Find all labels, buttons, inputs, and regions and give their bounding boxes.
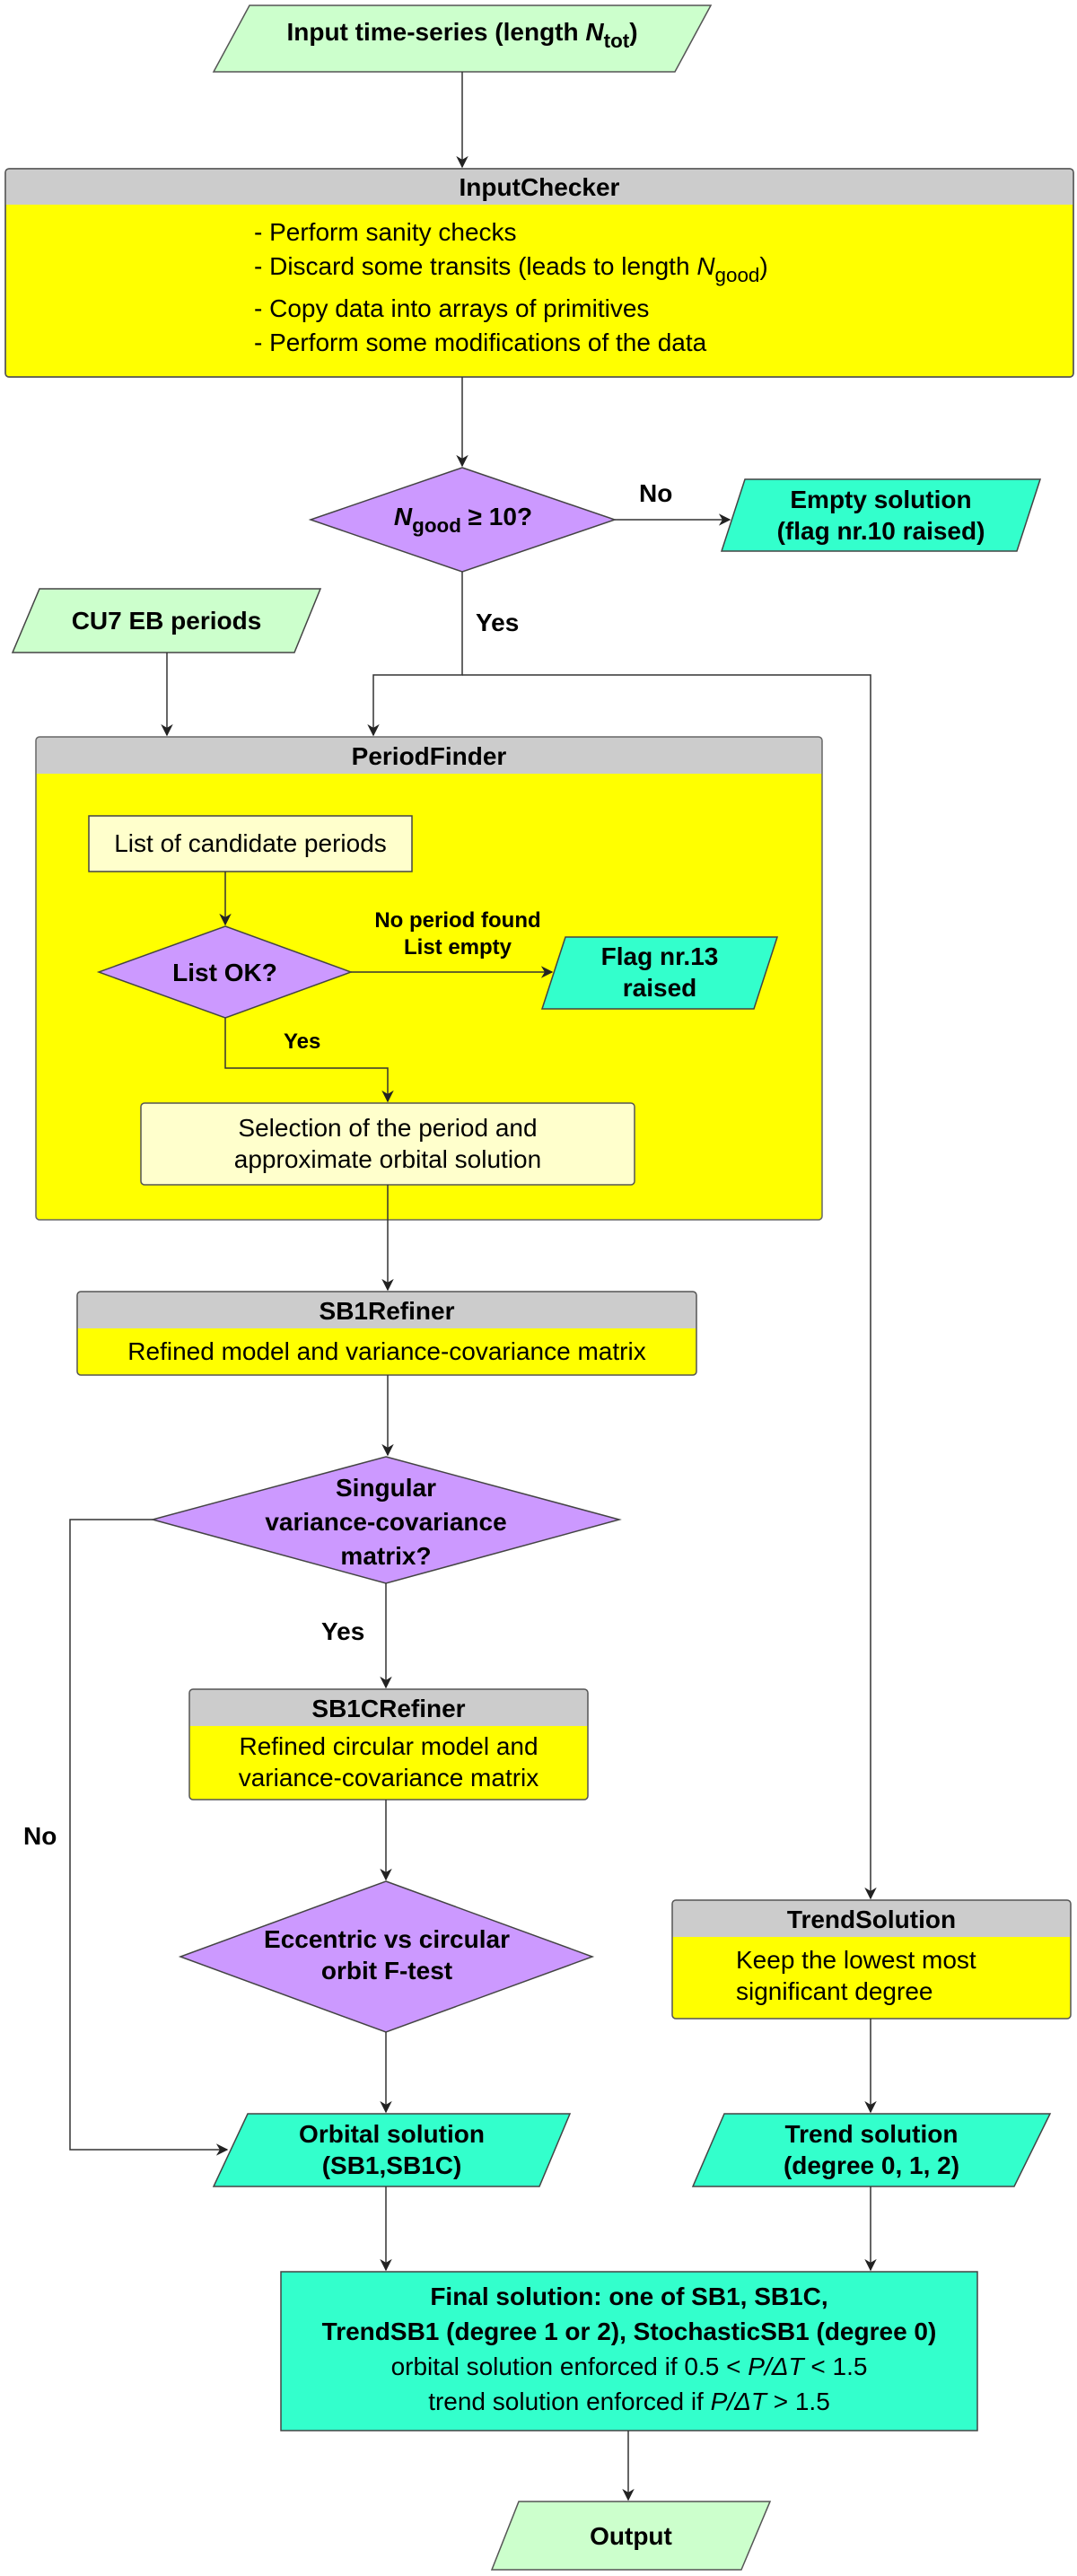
final-solution-line: orbital solution enforced if 0.5 < P/ΔT … — [281, 2349, 977, 2384]
input-node-label: Input time-series (length Ntot) — [214, 16, 711, 51]
inputchecker-item-text: - Discard some transits (leads to length — [254, 252, 697, 280]
inputchecker-header: InputChecker — [459, 173, 620, 201]
ftest-line: orbit F-test — [320, 1957, 453, 1985]
final-solution-line: TrendSB1 (degree 1 or 2), StochasticSB1 … — [321, 2318, 937, 2345]
flag13-line: Flag nr.13 — [600, 942, 719, 970]
trendsolution-body: Keep the lowest most significant degree — [736, 1944, 976, 2007]
flag13-shape — [540, 936, 779, 1010]
input-node-shape — [212, 4, 713, 73]
list-ok-label: List OK? — [172, 959, 277, 986]
inputchecker-item: - Perform sanity checks — [254, 218, 517, 246]
final-solution-shape — [280, 2271, 978, 2431]
edge-label-ngood-no: No — [639, 479, 673, 507]
edge-ngood-yes-to-trend — [462, 674, 877, 1900]
final-solution-line: Final solution: one of SB1, SB1C, — [430, 2282, 828, 2310]
final-solution-line: trend solution enforced if P/ΔT > 1.5 — [281, 2384, 977, 2419]
final-line3-post: < 1.5 — [803, 2353, 868, 2380]
trend-solution-shape — [691, 2113, 1052, 2187]
input-var: N — [585, 18, 604, 46]
orbital-solution-line: Orbital solution — [299, 2120, 485, 2148]
final-solution-label: Final solution: one of SB1, SB1C, TrendS… — [281, 2279, 977, 2419]
candidate-list-shape — [88, 815, 413, 872]
empty-solution-line: Empty solution — [790, 486, 972, 513]
trendsolution-line: significant degree — [736, 1977, 933, 2005]
periodfinder-header: PeriodFinder — [351, 742, 507, 770]
sb1crefiner-header: SB1CRefiner — [311, 1695, 466, 1722]
input-close: ) — [629, 18, 638, 46]
edge-label-ngood-yes: Yes — [476, 609, 520, 636]
candidate-list-label: List of candidate periods — [114, 829, 387, 857]
sb1crefiner-body: Refined circular model and variance-cova… — [189, 1730, 588, 1793]
flag13-label: Flag nr.13 raised — [542, 941, 777, 1003]
sb1crefiner-line: variance-covariance matrix — [238, 1764, 539, 1792]
orbital-solution-line: (SB1,SB1C) — [321, 2151, 462, 2179]
edge-ngood-yes-to-periodfinder — [367, 572, 463, 737]
inputchecker-module-shape — [4, 168, 1074, 378]
singular-line: variance-covariance — [265, 1508, 507, 1536]
singular-line: matrix? — [340, 1542, 432, 1570]
edge-singular-no — [69, 1519, 229, 2156]
final-line3-pre: orbital solution enforced if 0.5 < — [390, 2353, 749, 2380]
edge-label-singular-no: No — [23, 1822, 57, 1850]
trendsolution-module-shape — [671, 1899, 1072, 2020]
edge-label-no-period: No period found List empty — [350, 907, 565, 961]
input-text: Input time-series (length — [286, 18, 586, 46]
empty-solution-label: Empty solution (flag nr.10 raised) — [722, 484, 1040, 547]
singular-line: Singular — [335, 1474, 436, 1502]
final-line4-var: P/ΔT — [710, 2388, 766, 2415]
sb1refiner-module-shape — [76, 1291, 697, 1376]
final-line3-var: P/ΔT — [748, 2353, 804, 2380]
output-label: Output — [590, 2522, 672, 2550]
ftest-decision-label: Eccentric vs circular orbit F-test — [180, 1923, 593, 1986]
ngood-decision-sub: good — [412, 513, 461, 537]
ngood-decision-text: ≥ 10? — [460, 503, 533, 530]
orbital-solution-label: Orbital solution (SB1,SB1C) — [214, 2118, 570, 2181]
sb1refiner-header: SB1Refiner — [319, 1297, 455, 1325]
sb1refiner-body: Refined model and variance-covariance ma… — [127, 1337, 646, 1365]
trend-solution-line: Trend solution — [784, 2120, 959, 2148]
final-line4-post: > 1.5 — [766, 2388, 830, 2415]
sb1crefiner-module-shape — [188, 1688, 589, 1801]
inputchecker-items: - Perform sanity checks - Discard some t… — [254, 215, 768, 360]
empty-solution-shape — [720, 478, 1042, 552]
selection-line: approximate orbital solution — [233, 1145, 542, 1173]
trend-solution-label: Trend solution (degree 0, 1, 2) — [693, 2118, 1050, 2181]
output-shape — [490, 2501, 772, 2571]
cu7-periods-label: CU7 EB periods — [71, 607, 262, 635]
singular-decision-label: Singular variance-covariance matrix? — [153, 1471, 619, 1573]
final-line4-pre: trend solution enforced if — [428, 2388, 711, 2415]
no-period-line: No period found — [374, 908, 541, 933]
inputchecker-item: - Discard some transits (leads to length… — [254, 250, 768, 292]
inputchecker-item-close: ) — [759, 252, 768, 280]
inputchecker-item: - Copy data into arrays of primitives — [254, 294, 650, 322]
ngood-var: N — [696, 252, 715, 280]
input-sub: tot — [603, 29, 630, 52]
no-period-line: List empty — [403, 935, 512, 959]
flag13-line: raised — [622, 974, 697, 1002]
selection-label: Selection of the period and approximate … — [141, 1112, 635, 1175]
orbital-solution-shape — [212, 2113, 572, 2187]
edge-listok-yes — [224, 1018, 394, 1103]
trend-solution-line: (degree 0, 1, 2) — [783, 2151, 960, 2179]
edge-label-list-ok-yes: Yes — [284, 1030, 321, 1054]
cu7-periods-shape — [11, 588, 322, 653]
ngood-sub: good — [714, 263, 760, 286]
edge-label-singular-yes: Yes — [321, 1617, 365, 1645]
empty-solution-line: (flag nr.10 raised) — [776, 517, 985, 545]
ngood-decision-var: N — [393, 503, 413, 530]
trendsolution-line: Keep the lowest most — [736, 1946, 976, 1974]
inputchecker-item: - Perform some modifications of the data — [254, 329, 707, 356]
sb1crefiner-line: Refined circular model and — [239, 1732, 538, 1760]
ngood-decision-label: Ngood ≥ 10? — [311, 501, 616, 536]
selection-line: Selection of the period and — [238, 1114, 538, 1142]
trendsolution-header: TrendSolution — [786, 1906, 957, 1933]
ftest-line: Eccentric vs circular — [264, 1925, 510, 1953]
